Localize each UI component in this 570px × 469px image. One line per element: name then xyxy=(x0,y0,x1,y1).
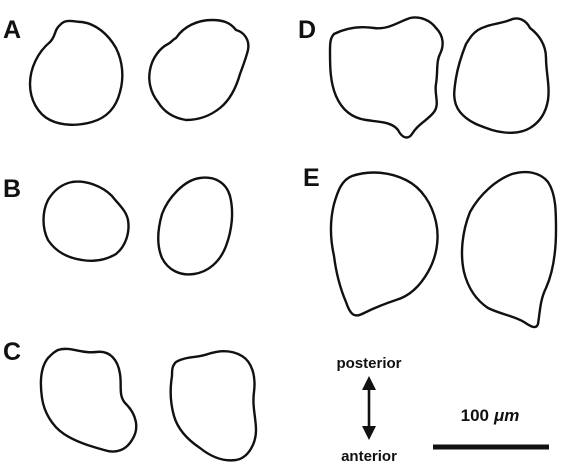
panel-label-a: A xyxy=(3,16,21,44)
double-arrow-icon xyxy=(362,376,376,440)
anterior-label: anterior xyxy=(341,448,397,465)
cell-outline-c-right xyxy=(171,351,256,460)
cell-outline-b-left xyxy=(44,182,129,261)
panel-label-d: D xyxy=(298,16,316,44)
panel-label-e: E xyxy=(303,164,320,192)
cell-outline-e-left xyxy=(331,173,438,316)
posterior-label: posterior xyxy=(336,355,401,372)
panel-e: E xyxy=(303,164,556,327)
panel-label-b: B xyxy=(3,175,21,203)
cell-outline-a-right xyxy=(149,20,248,120)
cell-outline-c-left xyxy=(41,349,136,452)
panel-label-c: C xyxy=(3,338,21,366)
panel-b: B xyxy=(3,175,232,274)
cell-outline-b-right xyxy=(158,178,232,275)
cell-outline-d-left xyxy=(330,17,443,137)
cell-outline-d-right xyxy=(454,18,548,132)
panel-a: A xyxy=(3,16,248,125)
orientation-indicator: posterior anterior xyxy=(336,355,401,465)
cell-outline-a-left xyxy=(30,21,122,125)
panel-c: C xyxy=(3,338,256,460)
panel-d: D xyxy=(298,16,549,137)
cell-outline-e-right xyxy=(462,172,556,327)
